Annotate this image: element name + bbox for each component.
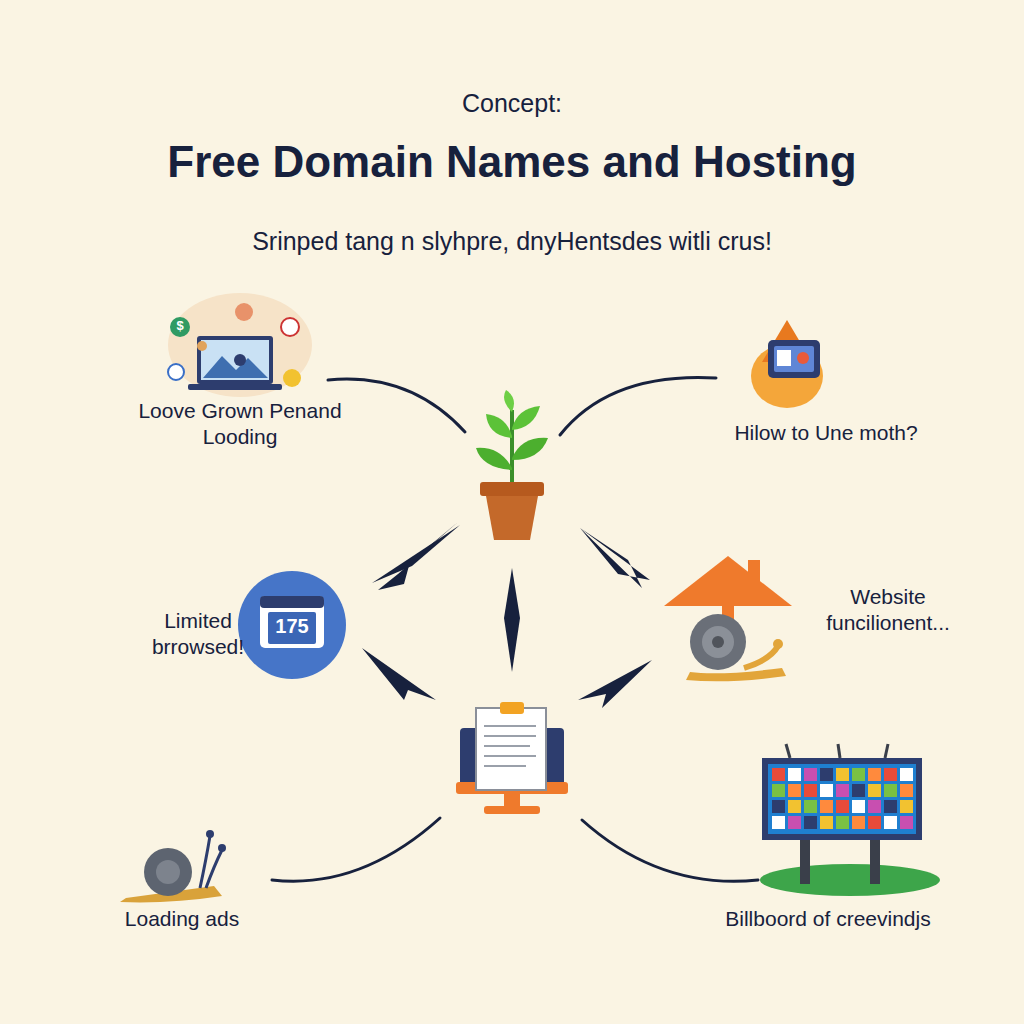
billboard-tile xyxy=(836,784,849,797)
billboard-tile xyxy=(804,816,817,829)
billboard-tile xyxy=(804,768,817,781)
calendar-icon xyxy=(238,571,346,679)
icon-label: Billboord of creevindjs xyxy=(683,906,973,932)
billboard-tile xyxy=(772,768,785,781)
subtitle: Srinped tang n slyhpre, dnyHentsdes witl… xyxy=(62,226,962,257)
concept-label: Concept: xyxy=(362,88,662,119)
billboard-tile xyxy=(884,768,897,781)
laptop-icon xyxy=(168,293,312,397)
billboard-tile xyxy=(836,800,849,813)
icon-label: Hilow to Une moth? xyxy=(681,420,971,446)
billboard-tile xyxy=(868,768,881,781)
billboard-tile xyxy=(820,800,833,813)
billboard-tile xyxy=(900,768,913,781)
billboard-tile xyxy=(884,784,897,797)
billboard-tile xyxy=(852,784,865,797)
billboard-tile xyxy=(788,800,801,813)
billboard-tile xyxy=(836,768,849,781)
currency-symbol: $ xyxy=(170,318,190,334)
billboard-tile xyxy=(852,800,865,813)
plant-icon xyxy=(476,390,548,540)
billboard-tile xyxy=(772,816,785,829)
billboard-tile xyxy=(788,816,801,829)
billboard-tile xyxy=(788,784,801,797)
billboard-tile xyxy=(900,800,913,813)
billboard-tile xyxy=(900,816,913,829)
billboard-tile xyxy=(868,784,881,797)
icon-label: Loove Grown Penand Looding xyxy=(130,398,350,451)
star-arrows xyxy=(362,522,652,708)
house-snail-icon xyxy=(664,556,792,681)
icon-label: Website funcilionent... xyxy=(803,584,973,637)
billboard-tile xyxy=(852,816,865,829)
icon-label: Limited brrowsed! xyxy=(150,608,246,661)
title: Free Domain Names and Hosting xyxy=(12,134,1012,189)
billboard-tile xyxy=(868,800,881,813)
billboard-tile xyxy=(884,816,897,829)
billboard-tile xyxy=(820,816,833,829)
calendar-number: 175 xyxy=(268,614,316,639)
snail-icon xyxy=(120,830,226,902)
billboard-tile xyxy=(820,768,833,781)
billboard-tile xyxy=(788,768,801,781)
billboard-tile xyxy=(804,784,817,797)
billboard-tile xyxy=(900,784,913,797)
icon-label: Loading ads xyxy=(82,906,282,932)
billboard-tile xyxy=(772,784,785,797)
billboard-tile xyxy=(804,800,817,813)
billboard-icon xyxy=(760,744,940,896)
billboard-tile xyxy=(772,800,785,813)
billboard-tile xyxy=(820,784,833,797)
card-icon xyxy=(751,320,823,408)
billboard-tiles xyxy=(772,768,913,829)
billboard-tile xyxy=(868,816,881,829)
billboard-tile xyxy=(836,816,849,829)
clipboard-monitor-icon xyxy=(456,702,568,814)
billboard-tile xyxy=(884,800,897,813)
billboard-tile xyxy=(852,768,865,781)
